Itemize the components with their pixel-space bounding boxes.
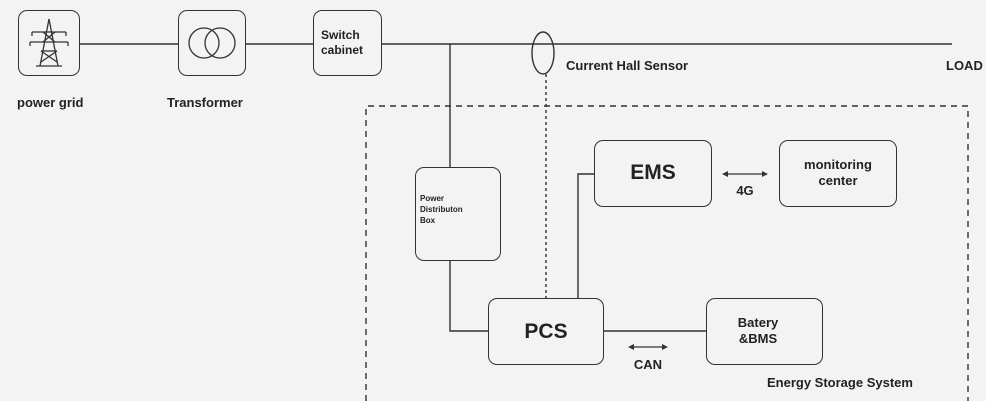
power-distribution-box	[415, 167, 501, 261]
double-arrow-can	[628, 344, 668, 350]
pcs-box	[488, 298, 604, 365]
battery-bms-label: Batery &BMS	[737, 315, 779, 347]
double-arrow-4g	[722, 171, 768, 177]
pcs-to-ems-line	[577, 173, 594, 298]
transformer-coils-icon	[188, 27, 236, 59]
can-label: CAN	[633, 357, 663, 372]
pdb-to-pcs-line	[449, 261, 488, 332]
monitoring-center-label: monitoring center	[804, 157, 872, 189]
current-hall-sensor-symbol	[531, 31, 555, 75]
ess-boundary	[365, 105, 969, 401]
transmission-tower-icon	[29, 18, 69, 67]
transformer-label: Transformer	[167, 95, 243, 110]
pcs-label: PCS	[524, 320, 568, 343]
power-distribution-box-label: Power Distributon Box	[420, 194, 463, 225]
energy-storage-system-label: Energy Storage System	[767, 375, 913, 390]
ems-label: EMS	[630, 161, 676, 184]
transformer-box	[178, 10, 246, 76]
monitoring-center-box	[779, 140, 897, 207]
battery-bms-box	[706, 298, 823, 365]
switch-cabinet-label: Switch cabinet	[321, 28, 364, 57]
power-grid-label: power grid	[17, 95, 84, 110]
power-grid-box	[18, 10, 80, 76]
four-g-label: 4G	[736, 183, 754, 198]
current-hall-sensor-label: Current Hall Sensor	[566, 58, 689, 73]
ems-box	[594, 140, 712, 207]
load-label: LOAD	[946, 58, 983, 73]
switch-cabinet-box	[313, 10, 382, 76]
